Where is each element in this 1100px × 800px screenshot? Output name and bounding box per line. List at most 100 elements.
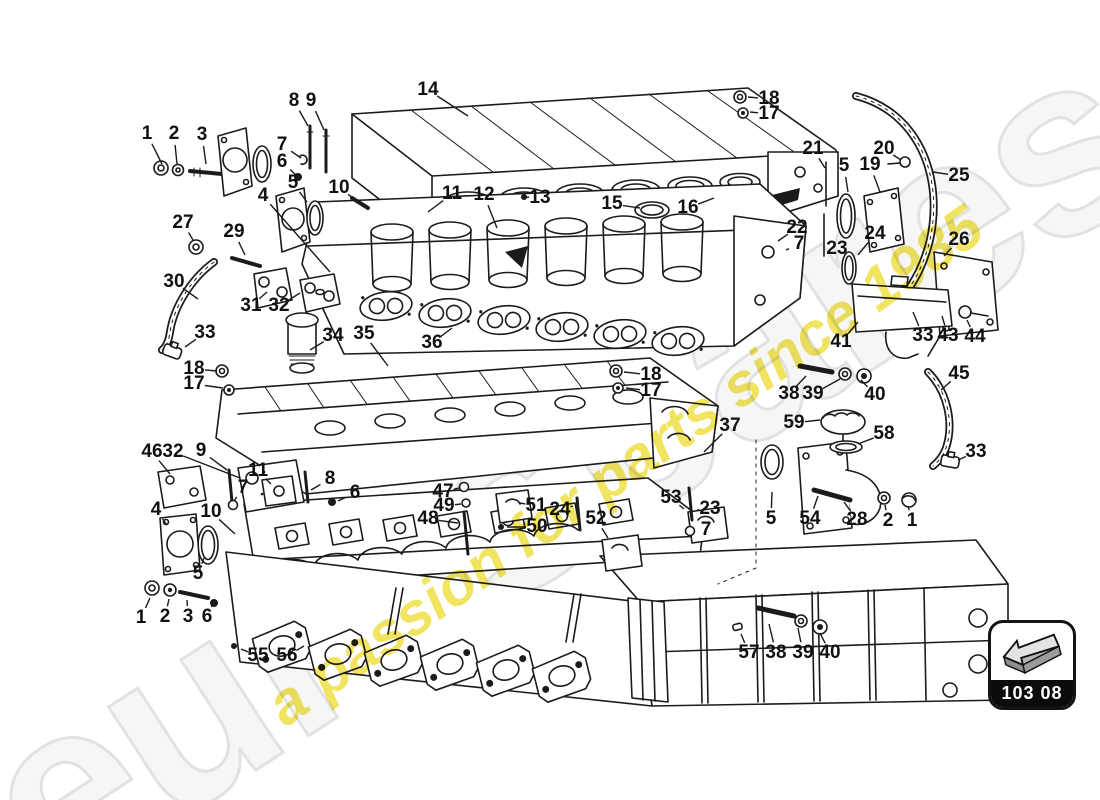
part-number-callout: 23 bbox=[699, 498, 721, 519]
part-number-callout: 41 bbox=[830, 331, 852, 352]
clip-7 bbox=[300, 155, 307, 164]
callout-leader bbox=[873, 175, 881, 193]
part-number-callout: 39 bbox=[802, 383, 824, 404]
part-number-callout: 20 bbox=[873, 138, 895, 159]
part-number-callout: 16 bbox=[677, 197, 699, 218]
part-number-callout: 26 bbox=[948, 229, 970, 250]
part-number-callout: 38 bbox=[765, 642, 787, 663]
part-number-callout: 39 bbox=[792, 642, 814, 663]
callout-leader bbox=[678, 504, 685, 510]
callout-leader bbox=[819, 632, 826, 644]
stud-24-bottom bbox=[577, 498, 580, 530]
callout-leader bbox=[240, 648, 249, 653]
part-number-callout: 21 bbox=[802, 138, 824, 159]
head-gasket-ports bbox=[358, 289, 705, 358]
callout-leader bbox=[797, 627, 802, 643]
callout-leader bbox=[438, 519, 459, 524]
part-number-callout: 51 bbox=[525, 495, 547, 516]
callout-leader bbox=[777, 233, 789, 242]
part-number-callout: 37 bbox=[719, 415, 741, 436]
callout-leader bbox=[184, 338, 197, 348]
part-number-callout: 24 bbox=[864, 223, 886, 244]
part-number-callout: 2 bbox=[882, 510, 894, 531]
part-number-callout: 23 bbox=[826, 238, 848, 259]
callout-leader bbox=[857, 242, 869, 256]
part-number-callout: 1 bbox=[141, 123, 153, 144]
callout-leader bbox=[770, 491, 773, 509]
part-number-callout: 18 bbox=[640, 364, 662, 385]
callout-leader bbox=[258, 291, 268, 300]
callout-leader bbox=[314, 110, 325, 131]
callout-leader bbox=[601, 527, 609, 539]
callout-leader bbox=[747, 96, 759, 99]
callout-leader bbox=[822, 378, 841, 390]
nut-washer-stud-1-2-3-top bbox=[154, 161, 222, 177]
callout-leader bbox=[161, 518, 168, 526]
part-number-callout: 33 bbox=[194, 322, 216, 343]
callout-leader bbox=[166, 598, 170, 607]
part-number-callout: 10 bbox=[328, 177, 350, 198]
part-number-callout: 2 bbox=[168, 123, 180, 144]
callout-leader bbox=[265, 478, 272, 485]
callout-leader bbox=[768, 623, 775, 643]
part-number-callout: 44 bbox=[964, 326, 986, 347]
bolt-20 bbox=[888, 157, 910, 167]
part-number-callout: 11 bbox=[441, 183, 463, 204]
stud-28-group bbox=[814, 490, 916, 507]
part-number-callout: 27 bbox=[172, 212, 194, 233]
callout-leader bbox=[912, 311, 920, 327]
nut-washer-stud-1-2-3-bottom bbox=[145, 581, 218, 607]
part-number-callout: 24 bbox=[549, 499, 571, 520]
seal-15 bbox=[635, 202, 669, 218]
studs-8-9 bbox=[307, 126, 329, 172]
ring-7-bottom bbox=[229, 501, 238, 510]
part-number-callout: 3 bbox=[182, 606, 194, 627]
cap-washer-18-17-center bbox=[610, 365, 623, 393]
bolt-washer-stud-47-49-48 bbox=[460, 483, 471, 555]
callout-leader bbox=[844, 176, 849, 193]
callout-leader bbox=[857, 437, 874, 445]
position-dashed-line bbox=[718, 440, 756, 584]
stud-29 bbox=[232, 258, 260, 266]
callout-leader bbox=[860, 379, 869, 388]
valve-cover bbox=[216, 358, 718, 494]
callout-leader bbox=[703, 433, 723, 453]
part-number-callout: 53 bbox=[660, 487, 682, 508]
callout-leader bbox=[812, 495, 819, 509]
callout-leader bbox=[454, 503, 462, 506]
callout-leader bbox=[884, 504, 887, 511]
callout-leader bbox=[957, 455, 967, 461]
callout-leader bbox=[310, 483, 321, 491]
nut-27 bbox=[189, 240, 203, 254]
part-number-callout: 14 bbox=[417, 79, 439, 100]
callout-leader bbox=[941, 315, 946, 326]
part-number-callout: 46 bbox=[141, 441, 163, 462]
callout-leader bbox=[796, 375, 807, 387]
part-number-callout: 15 bbox=[601, 193, 623, 214]
callout-leader bbox=[570, 505, 574, 508]
part-number-callout: 5 bbox=[765, 508, 777, 529]
stud-8-bottom bbox=[305, 472, 308, 502]
cap-washer-18-17-left bbox=[216, 365, 234, 395]
part-number-callout: 10 bbox=[200, 501, 222, 522]
part-number-callout: 6 bbox=[276, 151, 288, 172]
callout-leader bbox=[187, 232, 194, 241]
part-number-callout: 36 bbox=[421, 332, 443, 353]
part-number-callout: 25 bbox=[948, 165, 970, 186]
callout-leader bbox=[287, 292, 301, 301]
callout-leader bbox=[907, 505, 910, 511]
breather-elbow-54 bbox=[798, 442, 881, 534]
callout-leader bbox=[290, 150, 302, 159]
oil-filler-tower bbox=[286, 313, 318, 373]
part-number-callout: 57 bbox=[738, 642, 760, 663]
part-number-callout: 40 bbox=[864, 384, 886, 405]
callout-leader bbox=[487, 204, 498, 229]
page-code-label: 103 08 bbox=[1001, 683, 1063, 703]
stud-washer-plug-38-39-40-lower bbox=[732, 608, 827, 634]
part-number-callout: 2 bbox=[159, 606, 171, 627]
part-number-callout: 29 bbox=[223, 221, 245, 242]
page-code-band: 103 08 bbox=[991, 680, 1073, 707]
side-cover-plate-19 bbox=[864, 188, 904, 252]
